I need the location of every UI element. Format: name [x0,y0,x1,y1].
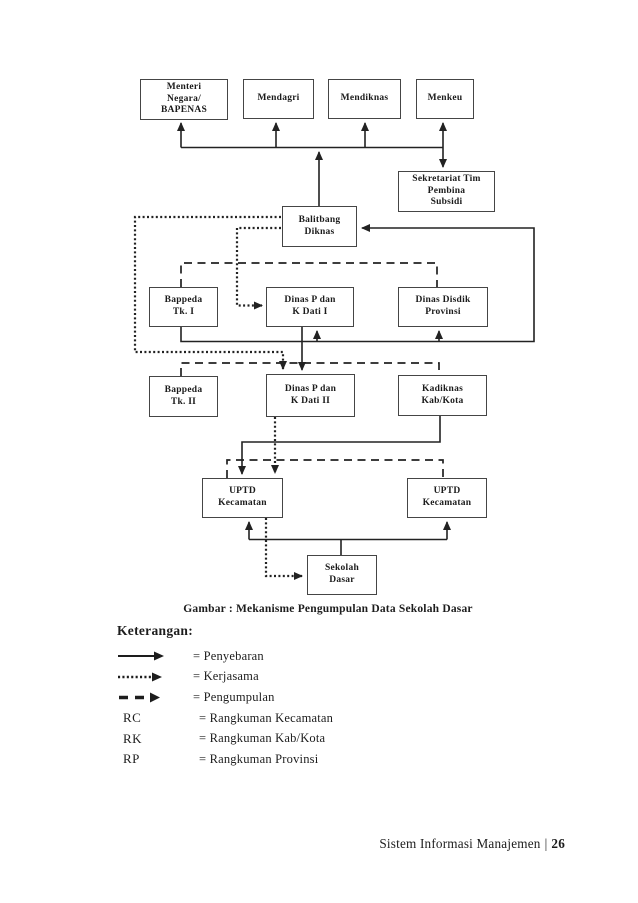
legend-item-label: = Penyebaran [193,648,264,663]
node-menteri-negara-bapenas: Menteri Negara/ BAPENAS [140,79,228,120]
node-sekolah-dasar: Sekolah Dasar [307,555,377,595]
legend-item-kerjasama: = Kerjasama [117,667,457,688]
dashed-arrow-icon [117,691,193,704]
footer-separator: | [544,836,548,851]
solid-arrow-icon [117,650,193,662]
node-dinas-p-dan-k-dati-2: Dinas P dan K Dati II [266,374,355,417]
legend-item-label: = Rangkuman Kecamatan [199,710,334,725]
legend-item-rc: RC = Rangkuman Kecamatan [117,708,457,729]
legend-symbol-rk: RK [123,730,143,746]
node-sekretariat-tim-pembina-subsidi: Sekretariat Tim Pembina Subsidi [398,171,495,212]
node-menkeu: Menkeu [416,79,474,119]
node-mendiknas: Mendiknas [328,79,401,119]
legend: Keterangan: = Penyebaran = Kerjasama [117,623,457,770]
legend-item-pengumpulan: = Pengumpulan [117,687,457,708]
node-bappeda-tk-1: Bappeda Tk. I [149,287,218,327]
legend-item-label: = Kerjasama [193,669,259,684]
page-footer: Sistem Informasi Manajemen|26 [379,836,565,852]
node-bappeda-tk-2: Bappeda Tk. II [149,376,218,417]
footer-text: Sistem Informasi Manajemen [379,836,541,851]
node-dinas-p-dan-k-dati-1: Dinas P dan K Dati I [266,287,354,327]
diagram-caption: Gambar : Mekanisme Pengumpulan Data Seko… [183,603,473,615]
legend-symbol-rp: RP [123,751,140,767]
dotted-arrow-icon [117,671,193,683]
legend-title: Keterangan: [117,623,194,638]
legend-item-rk: RK = Rangkuman Kab/Kota [117,728,457,749]
legend-item-label: = Rangkuman Provinsi [199,751,319,766]
legend-item-label: = Pengumpulan [193,689,275,704]
node-uptd-kecamatan-left: UPTD Kecamatan [202,478,283,518]
legend-item-penyebaran: = Penyebaran [117,646,457,667]
node-mendagri: Mendagri [243,79,314,119]
node-uptd-kecamatan-right: UPTD Kecamatan [407,478,487,518]
footer-page-number: 26 [551,836,565,851]
legend-symbol-rc: RC [123,710,142,726]
legend-item-label: = Rangkuman Kab/Kota [199,731,326,746]
node-kadiknas-kab-kota: Kadiknas Kab/Kota [398,375,487,416]
node-dinas-disdik-provinsi: Dinas Disdik Provinsi [398,287,488,327]
legend-item-rp: RP = Rangkuman Provinsi [117,749,457,770]
node-balitbang-diknas: Balitbang Diknas [282,206,357,247]
